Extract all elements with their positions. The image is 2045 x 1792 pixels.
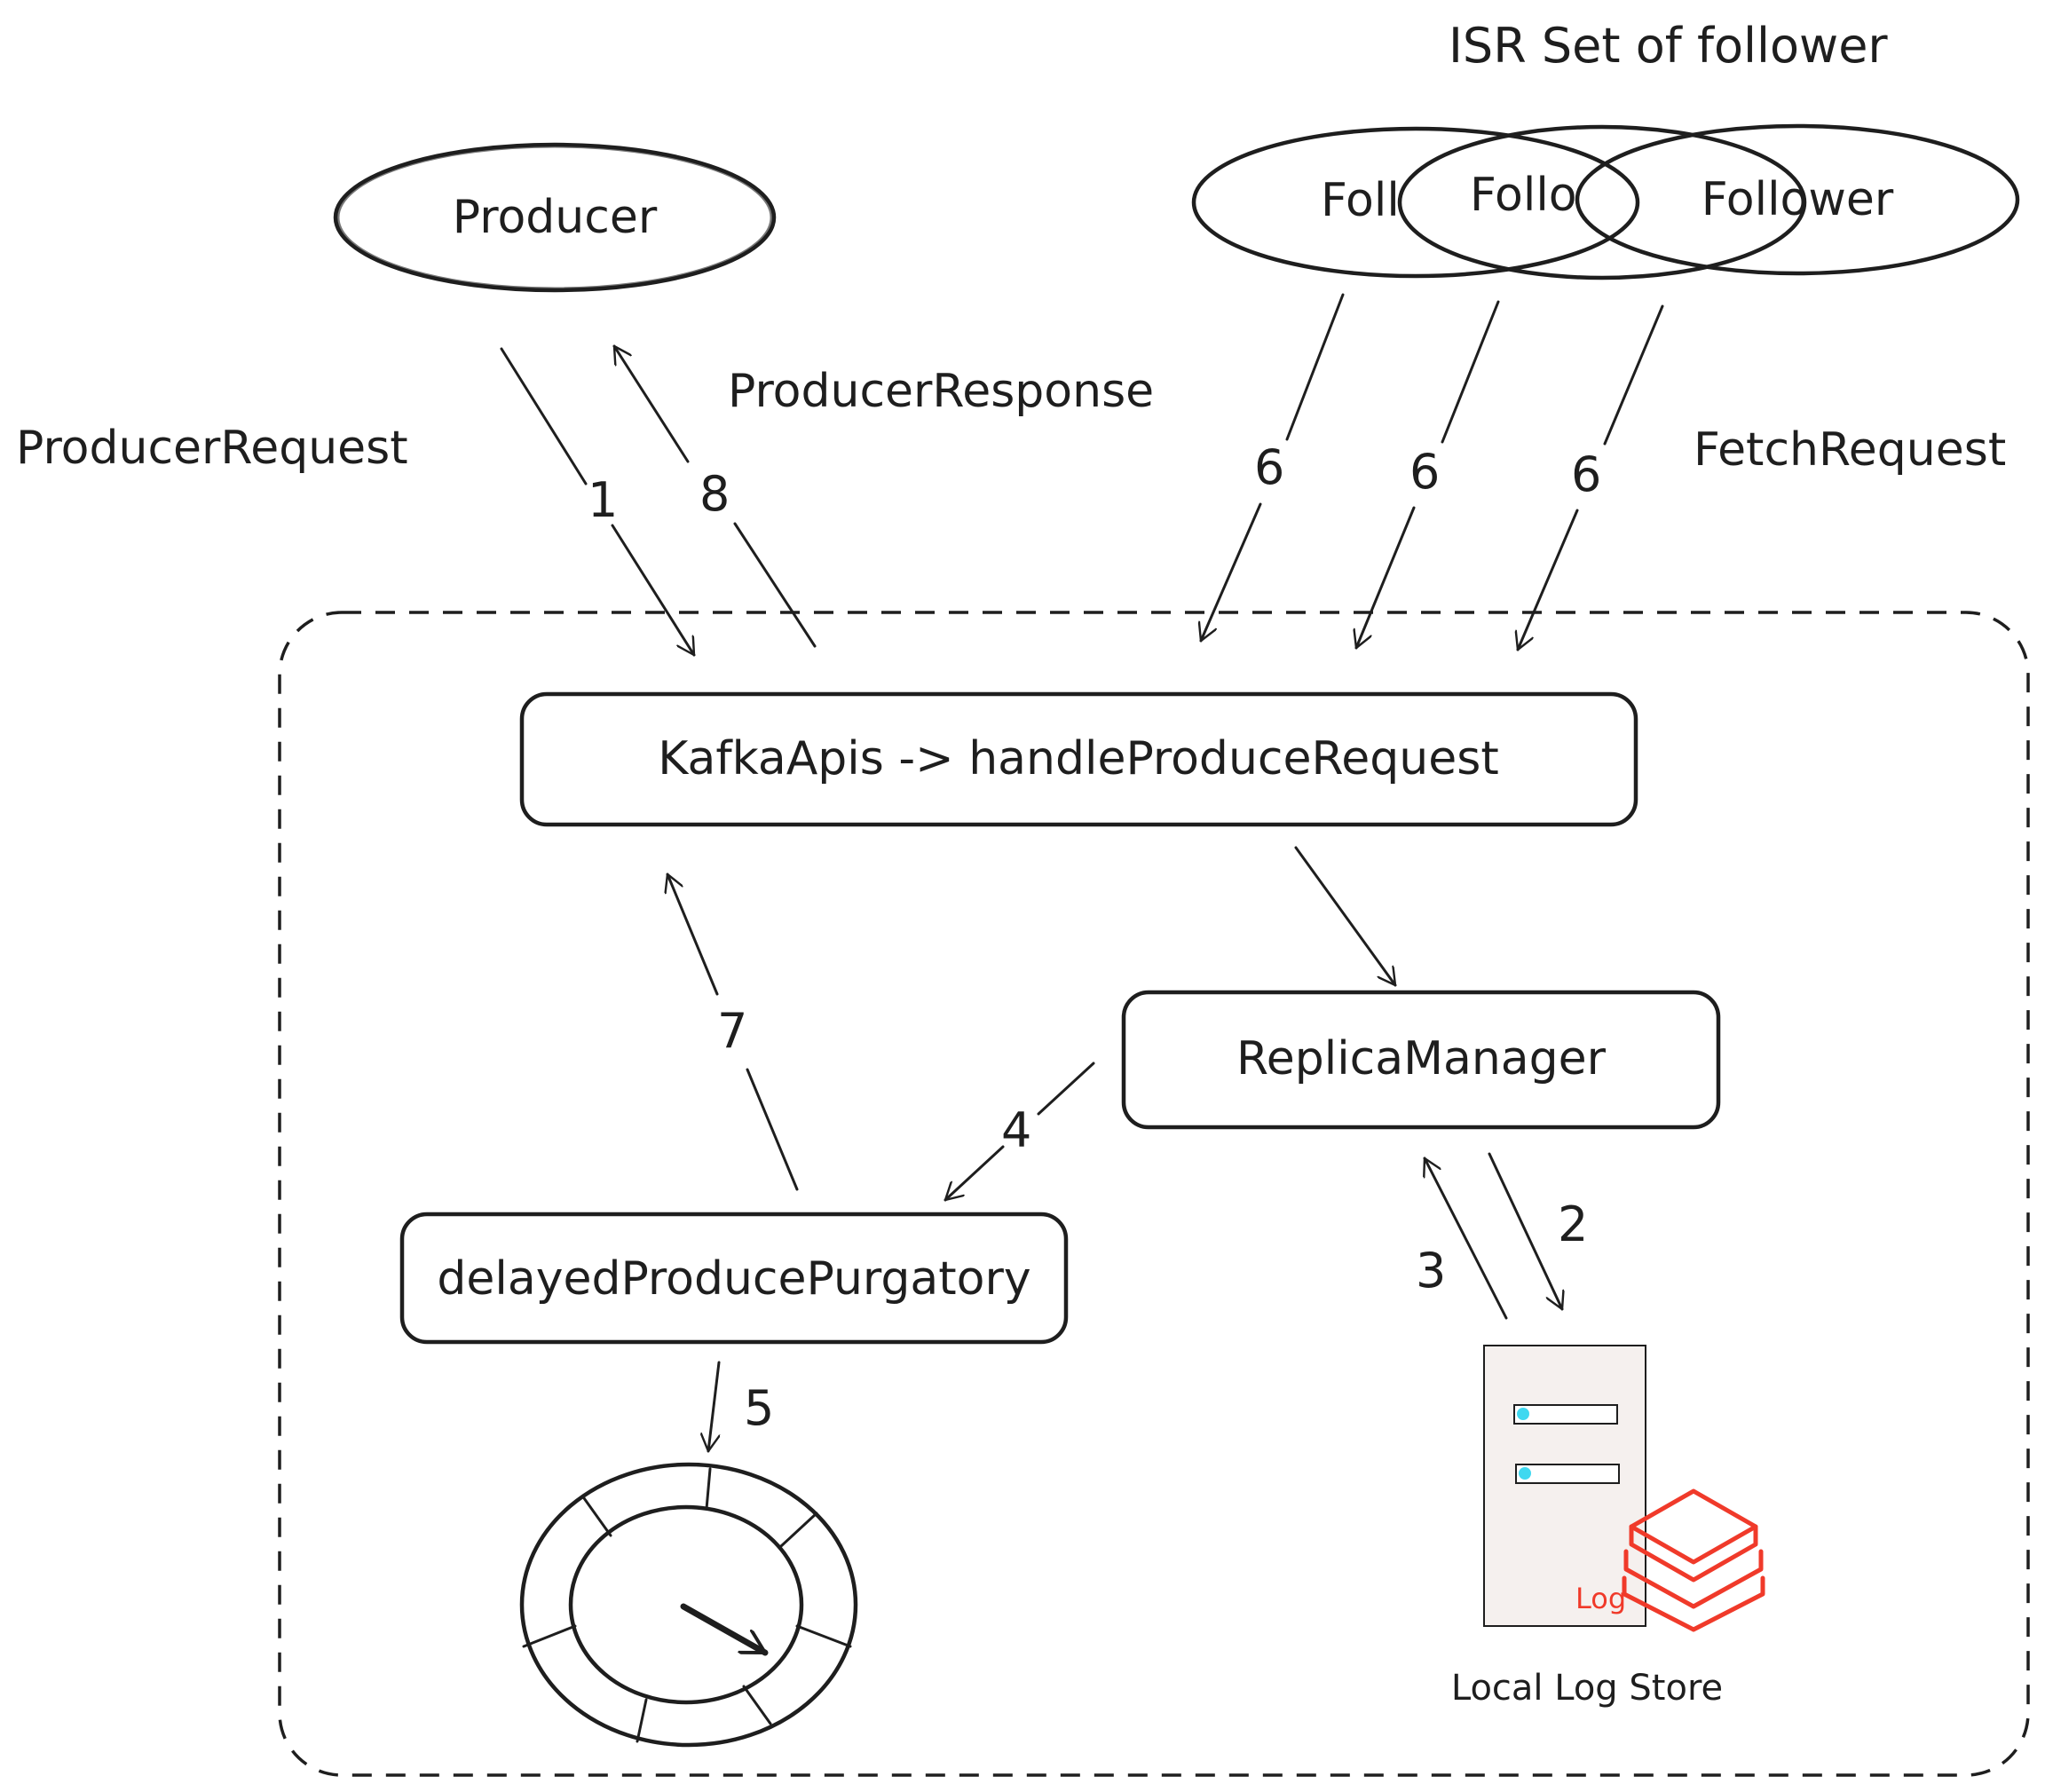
step-2-label: 2 (1558, 1196, 1588, 1252)
arrow-step-2 (1488, 1152, 1562, 1311)
producer-request-label: ProducerRequest (16, 422, 408, 475)
arrow-step-6b (1356, 300, 1500, 650)
follower-3-label: Follower (1702, 173, 1894, 226)
replica-manager-label: ReplicaManager (1236, 1032, 1607, 1085)
arrow-step-6a (1201, 293, 1345, 643)
step-3-label: 3 (1416, 1243, 1446, 1299)
follower-node-2[interactable]: Follo (1397, 124, 1807, 280)
step-6a-label: 6 (1254, 439, 1284, 495)
step-5-label: 5 (744, 1380, 774, 1436)
arrow-step-3 (1425, 1157, 1508, 1320)
step-1-label: 1 (588, 472, 618, 528)
purgatory-node[interactable]: delayedProducePurgatory (399, 1212, 1069, 1345)
follower-1-label: Foll (1321, 174, 1400, 227)
arrow-step-1 (500, 347, 696, 657)
producer-response-label: ProducerResponse (728, 365, 1154, 418)
arrow-step-4 (944, 1062, 1095, 1202)
log-store-caption: Local Log Store (1451, 1668, 1723, 1709)
step-6c-label: 6 (1571, 446, 1601, 502)
follower-node-1[interactable]: Foll (1191, 126, 1640, 279)
producer-node[interactable]: Producer (333, 142, 777, 293)
step-6b-label: 6 (1409, 444, 1440, 500)
step-8-label: 8 (699, 466, 730, 522)
follower-node-3[interactable]: Follower (1575, 123, 2020, 276)
timing-wheel-icon (519, 1462, 858, 1748)
step-7-label: 7 (717, 1003, 747, 1059)
broker-boundary (278, 611, 2030, 1777)
server-icon (1483, 1345, 1646, 1627)
arrow-apis-to-replica-manager (1294, 846, 1397, 987)
fetch-request-label: FetchRequest (1694, 423, 2006, 477)
replica-manager-node[interactable]: ReplicaManager (1121, 990, 1721, 1130)
isr-title: ISR Set of follower (1449, 18, 1888, 74)
log-icon-label: Log (1575, 1582, 1626, 1615)
producer-label: Producer (453, 191, 658, 244)
arrow-step-7 (667, 872, 799, 1191)
arrow-step-6c (1518, 304, 1664, 651)
log-stack-icon (1622, 1488, 1765, 1632)
arrow-step-5 (708, 1361, 721, 1453)
arrow-step-8 (612, 344, 817, 648)
kafka-apis-node[interactable]: KafkaApis -> handleProduceRequest (519, 691, 1638, 827)
follower-2-label: Follo (1470, 169, 1577, 222)
kafka-apis-label: KafkaApis -> handleProduceRequest (658, 732, 1498, 785)
step-4-label: 4 (1001, 1102, 1031, 1158)
purgatory-label: delayedProducePurgatory (437, 1252, 1030, 1306)
